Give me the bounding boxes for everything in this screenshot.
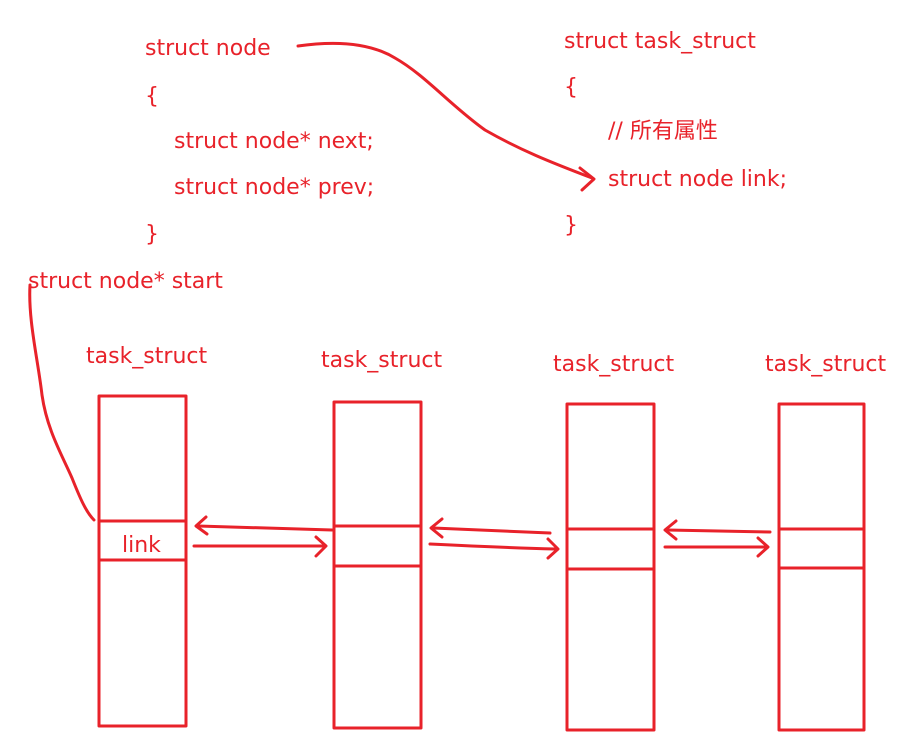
next-arrowhead-3-to-4 xyxy=(756,536,770,558)
task-struct-comment: // 所有属性 xyxy=(608,119,718,144)
block-4-label: task_struct xyxy=(765,352,887,377)
node-struct-header: struct node xyxy=(145,36,271,61)
block-1-label: task_struct xyxy=(86,344,208,369)
prev-arrow-4-to-3 xyxy=(665,528,772,534)
prev-arrowhead-2-to-1 xyxy=(194,515,209,536)
node-field-next: struct node* next; xyxy=(174,129,374,154)
node-struct-open-brace: { xyxy=(145,84,159,109)
struct-relation-arrow xyxy=(296,41,594,180)
next-arrowhead-1-to-2 xyxy=(314,535,328,558)
start-pointer-arrow xyxy=(28,283,96,522)
prev-arrowhead-4-to-3 xyxy=(663,519,678,541)
block-2-label: task_struct xyxy=(321,348,443,373)
task-struct-open-brace: { xyxy=(564,75,578,100)
next-arrow-2-to-3 xyxy=(428,542,557,551)
prev-arrow-2-to-1 xyxy=(196,524,334,532)
task-struct-close-brace: } xyxy=(564,213,578,238)
task-struct-field-link: struct node link; xyxy=(608,167,788,192)
node-struct-close-brace: } xyxy=(145,222,159,247)
node-field-prev: struct node* prev; xyxy=(174,175,375,200)
next-arrowhead-2-to-3 xyxy=(546,537,560,560)
task-block-3 xyxy=(565,402,656,732)
start-pointer-label: struct node* start xyxy=(28,269,223,294)
struct-relation-arrowhead xyxy=(578,166,596,192)
task-struct-header: struct task_struct xyxy=(564,29,756,54)
prev-arrowhead-3-to-2 xyxy=(429,517,444,539)
prev-arrow-3-to-2 xyxy=(431,526,552,535)
block-3-label: task_struct xyxy=(553,352,675,377)
block-1-link-label: link xyxy=(122,533,161,558)
